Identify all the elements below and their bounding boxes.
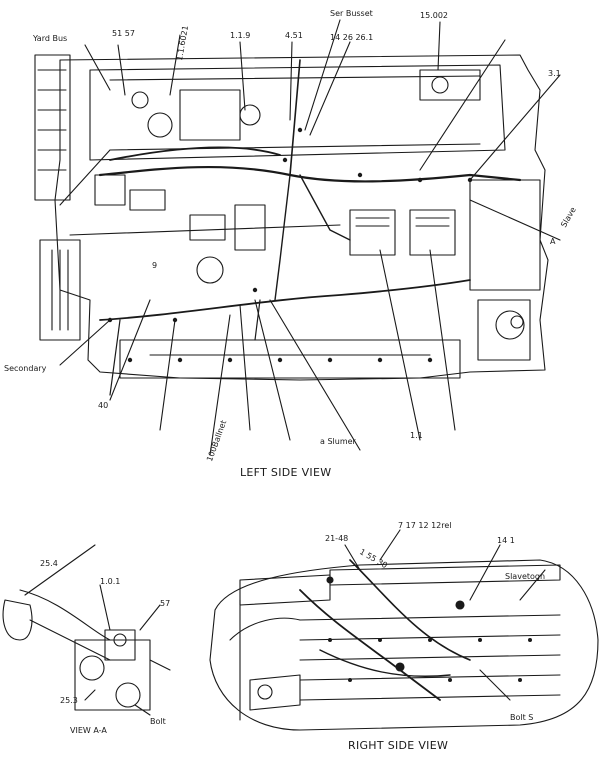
detail-bolt: Bolt bbox=[150, 717, 166, 726]
view-a-a-title: VIEW A-A bbox=[70, 726, 107, 735]
callout-1-1: 1.1 bbox=[410, 431, 423, 440]
callout-ser-busset: Ser Busset bbox=[330, 9, 373, 18]
detail-1-0-1: 1.0.1 bbox=[100, 577, 121, 586]
fastener-dots bbox=[107, 127, 532, 682]
view-a-a-drawing bbox=[2, 544, 171, 716]
callout-secondary: Secondary bbox=[4, 364, 47, 373]
callout-40: 40 bbox=[98, 401, 109, 410]
detail-57: 57 bbox=[160, 599, 171, 608]
callout-a-slumer: a Slumer bbox=[320, 437, 356, 446]
right-side-view-title: RIGHT SIDE VIEW bbox=[348, 739, 449, 752]
rs-callout-14-1: 14 1 bbox=[497, 536, 515, 545]
callout-15-002: 15.002 bbox=[420, 11, 448, 20]
left-side-view-title: LEFT SIDE VIEW bbox=[240, 466, 332, 479]
callout-51-57: 51 57 bbox=[112, 29, 135, 38]
detail-25-3: 25.3 bbox=[60, 696, 78, 705]
rs-callout-21-48: 21-48 bbox=[325, 534, 349, 543]
rs-callout-bolt-s: Bolt S bbox=[510, 713, 534, 722]
callout-4-51: 4.51 bbox=[285, 31, 303, 40]
callout-9: 9 bbox=[152, 261, 158, 270]
rs-callout-slavetogn: Slavetogn bbox=[505, 572, 546, 581]
rs-callout-7-17: 7 17 12 12rel bbox=[398, 521, 452, 530]
detail-25-4: 25.4 bbox=[40, 559, 58, 568]
callout-1-1-9: 1.1.9 bbox=[230, 31, 251, 40]
callout-14-26: 14 26 26.1 bbox=[330, 33, 374, 42]
left-side-view-drawing bbox=[34, 19, 561, 456]
callout-a: A bbox=[550, 237, 556, 246]
right-side-view-drawing bbox=[209, 529, 599, 731]
callout-3-1: 3.1 bbox=[548, 69, 561, 78]
callout-yard-bus: Yard Bus bbox=[33, 34, 68, 43]
